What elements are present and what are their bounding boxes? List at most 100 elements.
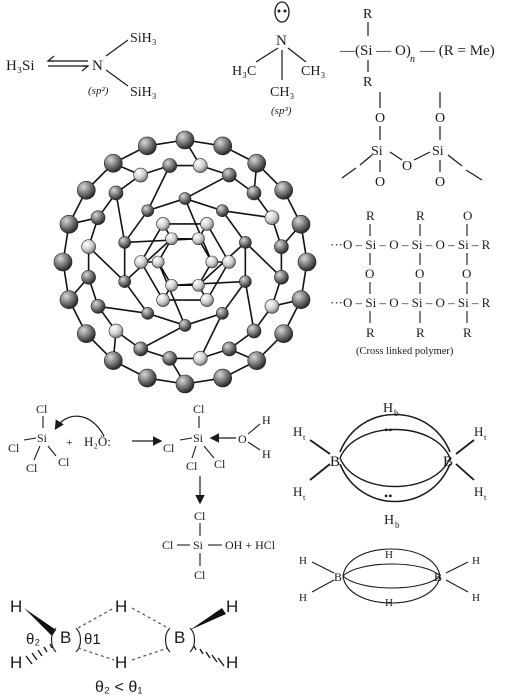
carbon-atom [103,351,123,371]
hb-top-sub: b [394,408,399,418]
xlink-row-3: ···O – Si – O – Si – O – Si – R [330,295,491,310]
wedge-h-top-left: H [10,597,22,616]
silicone-body-label: —(Si — O) [339,43,411,59]
carbon-atom [133,167,148,183]
adduct-si: Si [193,431,204,445]
sp3-label: (sp³) [271,105,292,117]
silicate-o-low-2: O [435,175,445,190]
silicate-si-1: Si [371,144,383,159]
bridge-h-top: H [115,597,127,616]
adduct-cl-top: Cl [193,402,205,416]
adduct-o: O [238,432,247,446]
carbon-atom [291,214,311,234]
xlink-o-top-3: O [463,208,472,223]
carbon-atom [81,269,96,285]
carbon-atom [297,252,317,272]
ht-bottom-right-sub: t [484,492,487,502]
orbital-h-top-left: H [299,555,307,567]
xlink-o-mid-2: O [415,266,424,281]
carbon-atom [141,204,155,217]
carbon-atom [213,368,233,388]
carbon-atom [291,290,311,310]
boron-left: B [330,454,340,470]
xlink-r-bottom-3: R [463,325,472,340]
adduct-cl-bottom-2: Cl [214,457,226,471]
carbon-atom [246,323,262,339]
carbon-atom [192,232,205,246]
carbon-atom [76,180,96,200]
carbon-atom [108,185,124,201]
xlink-r-top-2: R [416,208,425,223]
wedge-bond-left [24,608,56,636]
carbon-atom [137,368,157,388]
ht-bottom-left-sub: t [303,492,306,502]
carbon-atom [90,299,106,314]
orbital-boron-right: B [434,570,442,584]
bond-electrons-bottom: •• [384,489,392,503]
xlink-r-top-1: R [366,208,375,223]
hash-bond-left [25,643,53,665]
carbon-atom [205,255,219,269]
carbon-atom [264,210,280,225]
plus-sign: + [66,435,73,449]
carbon-atom [200,293,214,307]
wedge-bond-right [190,608,226,630]
carbon-atom [156,293,170,307]
silicone-panel: R —(Si — O) n — (R = Me) R [339,7,495,90]
n-subscript: n [410,54,415,65]
orbital-h-top-right: H [472,555,480,567]
carbon-atom [81,239,96,255]
silyl-left-label: H₃Si [6,58,35,74]
carbon-atom [103,153,123,173]
silicate-o-top-1: O [375,111,385,126]
bond-electrons-top: •• [384,423,392,437]
carbon-atom [165,232,178,246]
wedge-boron-left: B [60,628,71,647]
xlink-o-mid-3: O [462,266,471,281]
carbon-atom [59,290,79,310]
carbon-atom [76,324,96,344]
angle-relation-caption: θ₂ < θ₁ [95,679,143,696]
carbon-atom [165,278,178,292]
carbon-atom [222,341,237,357]
wedge-h-top-right: H [226,597,238,616]
carbon-atom [151,255,165,269]
carbon-atom [53,252,73,272]
carbon-atom [215,307,229,320]
sicl4-cl-bottom-1: Cl [26,461,38,475]
trimethylamine-panel: N H₃C CH₃ CH₃ (sp³) [232,1,325,117]
bridging-h-bottom: H [385,597,393,609]
wedge-h-bottom-right: H [226,653,238,672]
carbon-atom [239,236,252,249]
theta2-label: θ₂ [26,631,40,648]
sp2-label: (sp²) [88,85,109,97]
carbon-atom [108,323,124,339]
lone-pair-lobe [274,1,290,23]
carbon-atom [175,374,195,394]
sicl4-cl-top: Cl [36,402,48,416]
crosslinked-polymer-panel: R R O ···O – Si – O – Si – O – Si – R O … [330,208,491,357]
silyl-bottom-label: SiH₃ [130,85,157,100]
nucleophilic-attack-arrow [54,415,105,437]
carbon-atom [133,341,148,357]
silicate-o-low-1: O [375,175,385,190]
sicl4-cl-left: Cl [8,441,20,455]
product-cl-top: Cl [194,509,206,523]
carbon-atom [192,278,205,292]
right-arrowhead [81,65,90,72]
carbon-atom [239,275,252,288]
fullerene-c60-model [53,130,317,394]
carbon-atom [178,319,192,332]
product-cl-left: Cl [162,538,174,552]
carbon-atom [215,204,229,217]
adduct-h-1: H [262,413,271,427]
product-cl-bottom: Cl [194,568,206,582]
xlink-r-bottom-2: R [416,325,425,340]
carbon-atom [264,299,280,314]
orbital-h-bottom-left: H [299,592,307,604]
carbon-atom [175,130,195,150]
fullerene-bonds [62,139,308,385]
carbon-atom [200,217,214,231]
carbon-atom [118,236,131,249]
silicate-o-bridge: O [402,159,412,174]
